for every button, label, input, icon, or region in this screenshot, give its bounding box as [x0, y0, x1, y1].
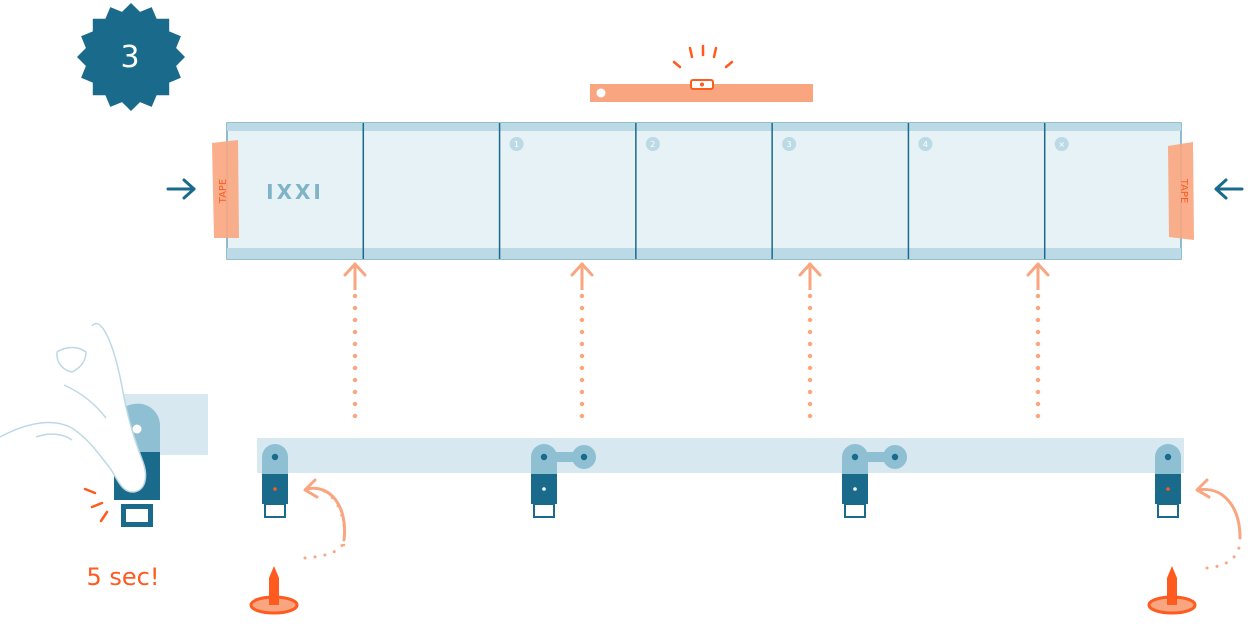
panel-number-label: × [1058, 140, 1065, 149]
wall-hook-icon [1155, 444, 1181, 518]
step-number: 3 [120, 40, 139, 75]
wall-hook-icon [531, 444, 557, 518]
alignment-arrows [343, 262, 1050, 426]
pin-arrow-left [303, 478, 347, 560]
panel-badges: 1 2 3 4 × [509, 137, 1069, 151]
hanging-rail [257, 438, 1184, 473]
panel-number-badge: 3 [782, 137, 797, 151]
spirit-level-icon [590, 44, 813, 102]
tape-left-label: TAPE [218, 179, 229, 205]
panel-number-label: 3 [787, 140, 792, 149]
panel-strip: 1 2 3 4 × IXXI [226, 122, 1182, 260]
wall-hook-icon [842, 444, 868, 518]
hold-time-label: 5 sec! [87, 563, 160, 591]
pin-arrow-right [1195, 478, 1242, 570]
push-arrow-right-icon [1214, 178, 1244, 200]
dotted-up-arrow-icon [1026, 262, 1050, 426]
wall-hook-icon [262, 444, 288, 518]
connector-link-2 [855, 445, 907, 469]
tape-right-label: TAPE [1178, 178, 1189, 204]
step-badge-shape [77, 3, 185, 111]
panel-number-badge: × [1054, 137, 1069, 151]
tape-right: TAPE [1168, 142, 1194, 240]
push-pin-icon [1147, 566, 1197, 615]
dotted-up-arrow-icon [570, 262, 594, 426]
panel-dividers [362, 123, 1046, 259]
connector-link-1 [544, 445, 596, 469]
finger-press-icon [0, 322, 208, 527]
panel-number-badge: 2 [645, 137, 660, 151]
push-arrow-left-icon [166, 178, 196, 200]
press-burst-marks [83, 487, 109, 523]
panel-number-label: 1 [514, 140, 519, 149]
ixxi-logo: IXXI [266, 180, 324, 204]
step-badge: 3 [77, 3, 185, 111]
panel-number-badge: 1 [509, 137, 524, 151]
panel-number-badge: 4 [918, 137, 933, 151]
panel-number-label: 2 [650, 140, 655, 149]
tape-left: TAPE [212, 140, 239, 238]
panel-number-label: 4 [923, 140, 928, 149]
wall-hooks [262, 444, 1181, 518]
push-pin-icon [249, 566, 299, 615]
dotted-up-arrow-icon [798, 262, 822, 426]
dotted-up-arrow-icon [343, 262, 367, 426]
level-shine-marks [672, 44, 734, 69]
